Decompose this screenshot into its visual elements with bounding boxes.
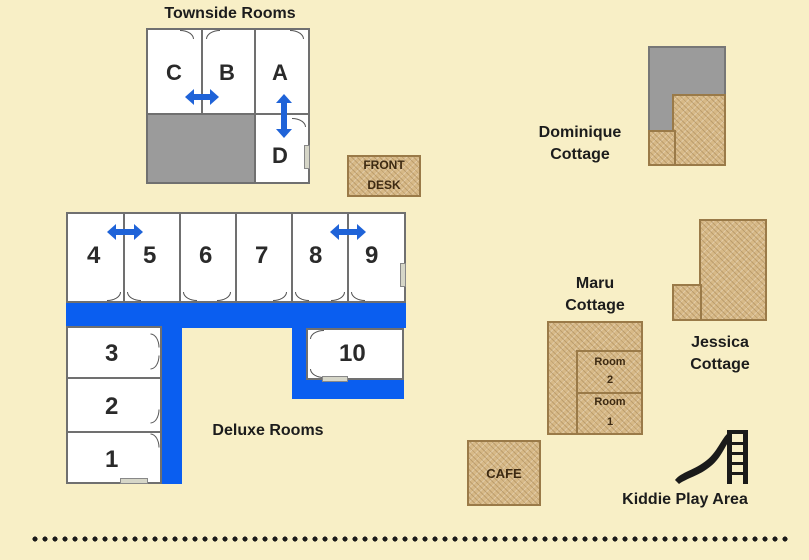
connecting-door-arrow-icon (107, 224, 143, 240)
room-2-label: 2 (105, 393, 119, 420)
maru-cottage-label-2: Cottage (565, 297, 625, 314)
room-1-label: 1 (105, 446, 119, 473)
connecting-door-arrow-icon (276, 94, 292, 138)
dominique-cottage-building (672, 94, 726, 166)
room-3-label: 3 (105, 340, 119, 367)
room-c-label: C (166, 60, 182, 85)
cafe-label: CAFE (486, 466, 522, 481)
window (400, 263, 406, 287)
townside-gray-block (148, 115, 254, 182)
room-8-label: 8 (309, 242, 323, 269)
wall (66, 431, 162, 433)
room-10-label: 10 (339, 340, 366, 367)
wall (66, 377, 162, 379)
room-a-label: A (272, 60, 288, 85)
deluxe-corridor-vertical (160, 301, 182, 484)
maru-room-1-label-2: 1 (606, 416, 614, 428)
wall (291, 212, 293, 303)
room-d-label: D (272, 143, 288, 168)
maru-wall (576, 350, 643, 352)
door (206, 30, 220, 39)
connecting-door-arrow-icon (330, 224, 366, 240)
front-desk-label-1: FRONT (363, 158, 405, 172)
townside-wall (254, 28, 256, 184)
cafe-building (467, 440, 541, 506)
townside-wall (146, 113, 310, 115)
dominique-cottage-label-2: Cottage (550, 146, 610, 163)
room-5-label: 5 (143, 242, 157, 269)
slide-icon (675, 430, 748, 484)
wall (179, 212, 181, 303)
maru-cottage-label-1: Maru (575, 275, 615, 292)
jessica-cottage-label-2: Cottage (690, 356, 750, 373)
dominique-cottage-label-1: Dominique (538, 124, 622, 141)
connecting-door-arrow-icon (185, 89, 219, 105)
window (304, 145, 310, 169)
maru-wall (576, 392, 643, 394)
room-b-label: B (219, 60, 235, 85)
wall (123, 212, 125, 303)
room-9-label: 9 (365, 242, 379, 269)
wall (235, 212, 237, 303)
door (310, 330, 324, 339)
window (120, 478, 148, 484)
kiddie-play-area-label: Kiddie Play Area (622, 491, 748, 508)
dominique-cottage-annex (648, 130, 676, 166)
jessica-cottage-building (699, 219, 767, 321)
wall (347, 212, 349, 303)
room-6-label: 6 (199, 242, 213, 269)
deluxe-rooms-title: Deluxe Rooms (212, 422, 324, 439)
maru-room-2-label-2: 2 (606, 374, 614, 386)
maru-cottage-building (547, 321, 643, 435)
front-desk-building (347, 155, 421, 197)
front-desk-label-2: DESK (367, 178, 401, 192)
jessica-cottage-label-1: Jessica (691, 334, 749, 351)
townside-wall (201, 28, 203, 114)
maru-room-2-label-1: Room (594, 356, 626, 368)
jessica-cottage-annex (672, 284, 702, 321)
deluxe-left-column-block (66, 326, 162, 484)
window (322, 376, 348, 382)
property-boundary-line (30, 536, 790, 542)
townside-rooms-title: Townside Rooms (164, 5, 296, 22)
room-7-label: 7 (255, 242, 269, 269)
room-4-label: 4 (87, 242, 101, 269)
maru-room-1-label-1: Room (594, 396, 626, 408)
